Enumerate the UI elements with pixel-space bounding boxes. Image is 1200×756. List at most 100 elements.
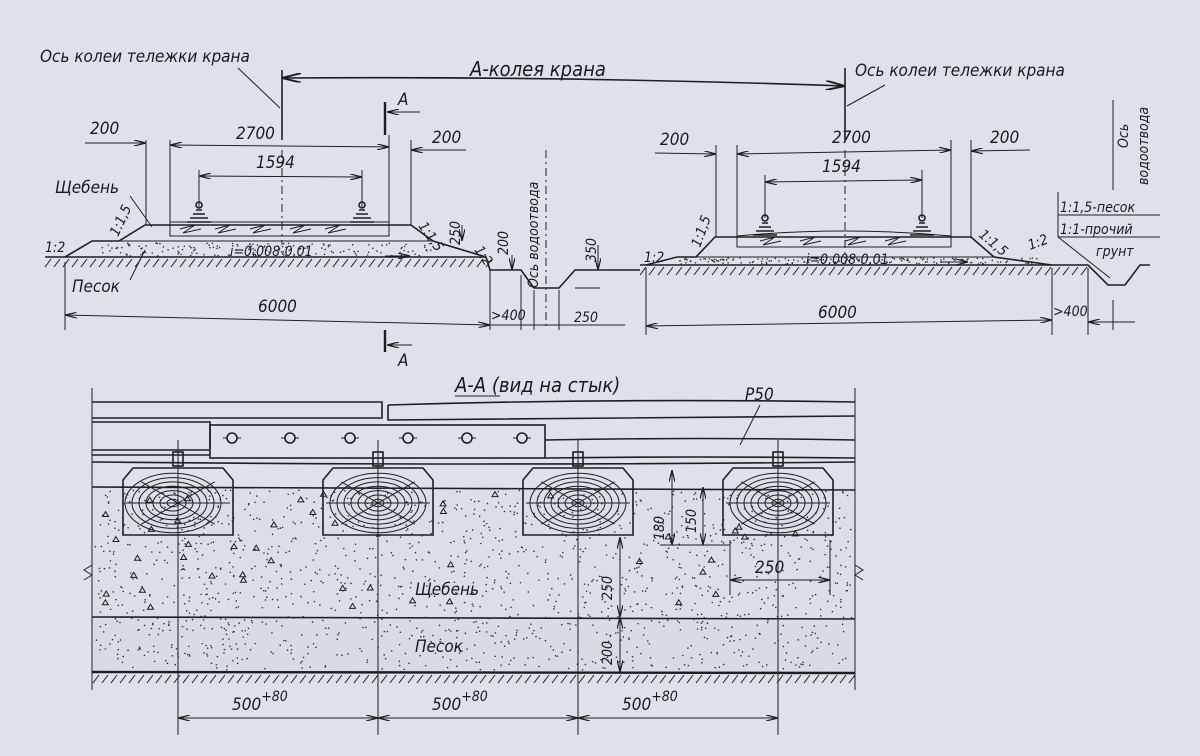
dot	[325, 545, 327, 548]
dot	[836, 644, 839, 646]
dot	[185, 609, 188, 612]
dot	[213, 549, 215, 552]
dot	[605, 544, 607, 546]
dot	[788, 584, 790, 586]
dot	[810, 651, 813, 654]
dot	[410, 582, 413, 584]
dot	[631, 655, 634, 658]
dot	[471, 603, 474, 605]
hatch-stroke	[53, 258, 61, 268]
dot	[183, 523, 186, 525]
dot	[443, 499, 446, 502]
dot	[804, 538, 807, 540]
dot	[722, 663, 725, 666]
dot	[315, 517, 317, 519]
dot	[293, 617, 295, 619]
dot	[244, 508, 246, 511]
stone	[439, 499, 447, 507]
dot	[216, 245, 219, 247]
dot	[715, 533, 717, 535]
dot	[624, 609, 626, 611]
hatch-stroke	[200, 674, 208, 684]
hatch-stroke	[783, 266, 791, 276]
dot	[580, 616, 582, 619]
dot	[289, 248, 292, 251]
hatch-stroke	[470, 674, 478, 684]
dot	[824, 539, 827, 542]
dot	[212, 541, 215, 543]
hatch-stroke	[476, 258, 484, 268]
dot	[553, 605, 556, 608]
hatch-stroke	[891, 266, 899, 276]
dot	[703, 554, 706, 557]
dot	[268, 490, 271, 493]
stone	[331, 519, 339, 526]
dot	[340, 581, 342, 584]
dot	[935, 262, 938, 265]
dot	[200, 542, 202, 545]
dot	[607, 607, 609, 610]
hatch-stroke	[963, 266, 971, 276]
dot	[797, 656, 799, 659]
hatch-stroke	[738, 266, 746, 276]
dot	[263, 501, 265, 504]
dot	[409, 547, 411, 549]
dot	[414, 551, 417, 554]
dot	[148, 595, 151, 597]
hatch-stroke	[515, 674, 523, 684]
dot	[455, 591, 457, 594]
dot	[379, 584, 382, 587]
hatch-stroke	[774, 266, 782, 276]
dot	[718, 604, 720, 607]
hatch-stroke	[758, 674, 766, 684]
dot	[227, 514, 229, 517]
dot	[211, 242, 214, 245]
hatch-stroke	[335, 674, 343, 684]
dim-1594-right: 1594	[822, 157, 861, 177]
dot	[137, 525, 140, 527]
dot	[290, 540, 293, 543]
dot	[114, 527, 116, 530]
dot	[210, 542, 213, 544]
dot	[409, 620, 411, 622]
hatch-stroke	[71, 258, 79, 268]
dot	[292, 492, 295, 495]
dot	[235, 248, 238, 251]
dot	[723, 549, 726, 552]
dot	[314, 571, 317, 574]
dot	[287, 242, 290, 245]
dot	[210, 524, 213, 526]
dot	[464, 551, 467, 554]
dot	[569, 610, 572, 613]
dot	[571, 578, 574, 580]
dot	[302, 247, 305, 249]
dot	[442, 656, 444, 658]
dot	[233, 552, 235, 555]
dot	[114, 634, 116, 637]
dot	[614, 531, 616, 533]
dot	[255, 517, 258, 519]
ballast-label-left: Щебень	[55, 178, 119, 198]
dot	[196, 609, 198, 612]
dot	[166, 662, 169, 665]
dot	[811, 493, 814, 496]
dot	[629, 522, 631, 524]
dot	[190, 491, 193, 493]
dot	[287, 493, 290, 496]
ground-line-right	[640, 264, 1150, 286]
dot	[224, 489, 227, 491]
dot	[247, 503, 250, 506]
dot	[399, 631, 402, 634]
ballast-top	[91, 486, 856, 491]
dot	[463, 540, 465, 542]
dot	[155, 559, 158, 561]
dot	[500, 585, 502, 588]
dot	[745, 663, 748, 666]
hatch-stroke	[350, 258, 358, 268]
dot	[329, 244, 331, 246]
hatch-stroke	[191, 674, 199, 684]
dot	[210, 580, 212, 583]
dot	[681, 524, 683, 527]
hatch-stroke	[819, 266, 827, 276]
dot	[518, 564, 520, 567]
